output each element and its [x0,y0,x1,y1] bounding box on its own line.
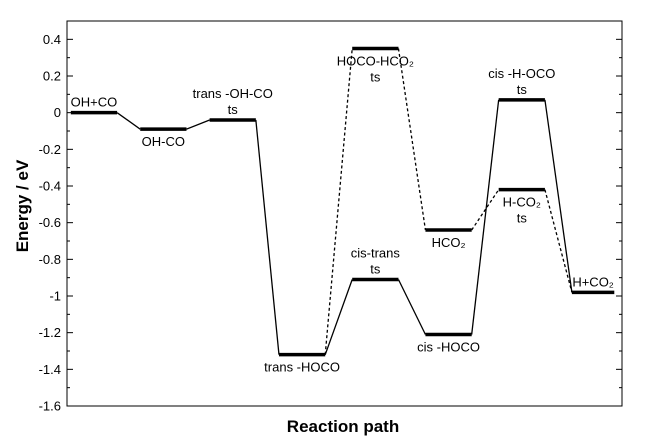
y-tick-label: -0.2 [39,142,61,157]
connector-hoco-hco2-ts-to-hco2 [397,48,427,231]
level-label-trans-oh-co-ts: ts [228,102,239,117]
level-label-trans-hoco: trans -HOCO [264,360,340,375]
y-tick-label: 0.2 [43,69,61,84]
level-label-cis-trans-ts: cis-trans [351,246,401,261]
y-axis-title: Energy / eV [13,159,32,252]
level-label-h-co2-products: H+CO₂ [572,274,614,289]
connector-cis-hoco-to-cis-h-oco-ts [471,99,500,335]
connector-trans-hoco-to-cis-trans-ts [324,279,353,355]
y-tick-label: -1.2 [39,325,61,340]
x-axis-title: Reaction path [287,417,399,436]
level-label-cis-hoco: cis -HOCO [417,340,480,355]
level-label-h-co2-ts: H-CO₂ [503,195,541,210]
connector-oh-co-reactants-to-oh-co-complex [116,112,141,130]
connections-group [116,48,573,355]
levels-group [70,46,615,357]
y-tick-label: 0 [54,105,61,120]
connector-cis-h-oco-ts-to-h-co2-products [544,99,573,293]
level-label-hoco-hco2-ts: ts [370,70,381,85]
level-label-oh-co-complex: OH-CO [142,134,185,149]
level-label-hoco-hco2-ts: HOCO-HCO₂ [337,54,414,69]
level-label-trans-oh-co-ts: trans -OH-CO [193,86,273,101]
level-label-cis-trans-ts: ts [370,262,381,277]
y-tick-label: 0.4 [43,32,61,47]
y-tick-label: -1.6 [39,399,61,414]
y-tick-label: -0.8 [39,252,61,267]
connector-cis-trans-ts-to-cis-hoco [397,279,427,335]
connector-trans-oh-co-ts-to-trans-hoco [255,119,280,355]
level-label-oh-co-reactants: OH+CO [71,95,118,110]
connector-h-co2-ts-to-h-co2-products [544,189,573,293]
connector-hco2-to-h-co2-ts [471,189,500,231]
connector-trans-hoco-to-hoco-hco2-ts [324,48,353,355]
level-label-cis-h-oco-ts: ts [517,82,528,97]
y-tick-label: -0.6 [39,215,61,230]
y-tick-label: -1.4 [39,362,61,377]
y-tick-label: -1 [49,289,61,304]
plot-frame [66,20,623,407]
level-label-cis-h-oco-ts: cis -H-OCO [488,66,555,81]
level-label-hco2: HCO₂ [432,235,466,250]
level-label-h-co2-ts: ts [517,211,528,226]
y-axis-ticks: 0.4 0.2 0 -0.2 -0.4 -0.6 -0.8 -1 -1.2 -1.4 -1.6 [39,20,622,414]
connector-oh-co-complex-to-trans-oh-co-ts [186,119,210,130]
y-tick-label: -0.4 [39,179,61,194]
